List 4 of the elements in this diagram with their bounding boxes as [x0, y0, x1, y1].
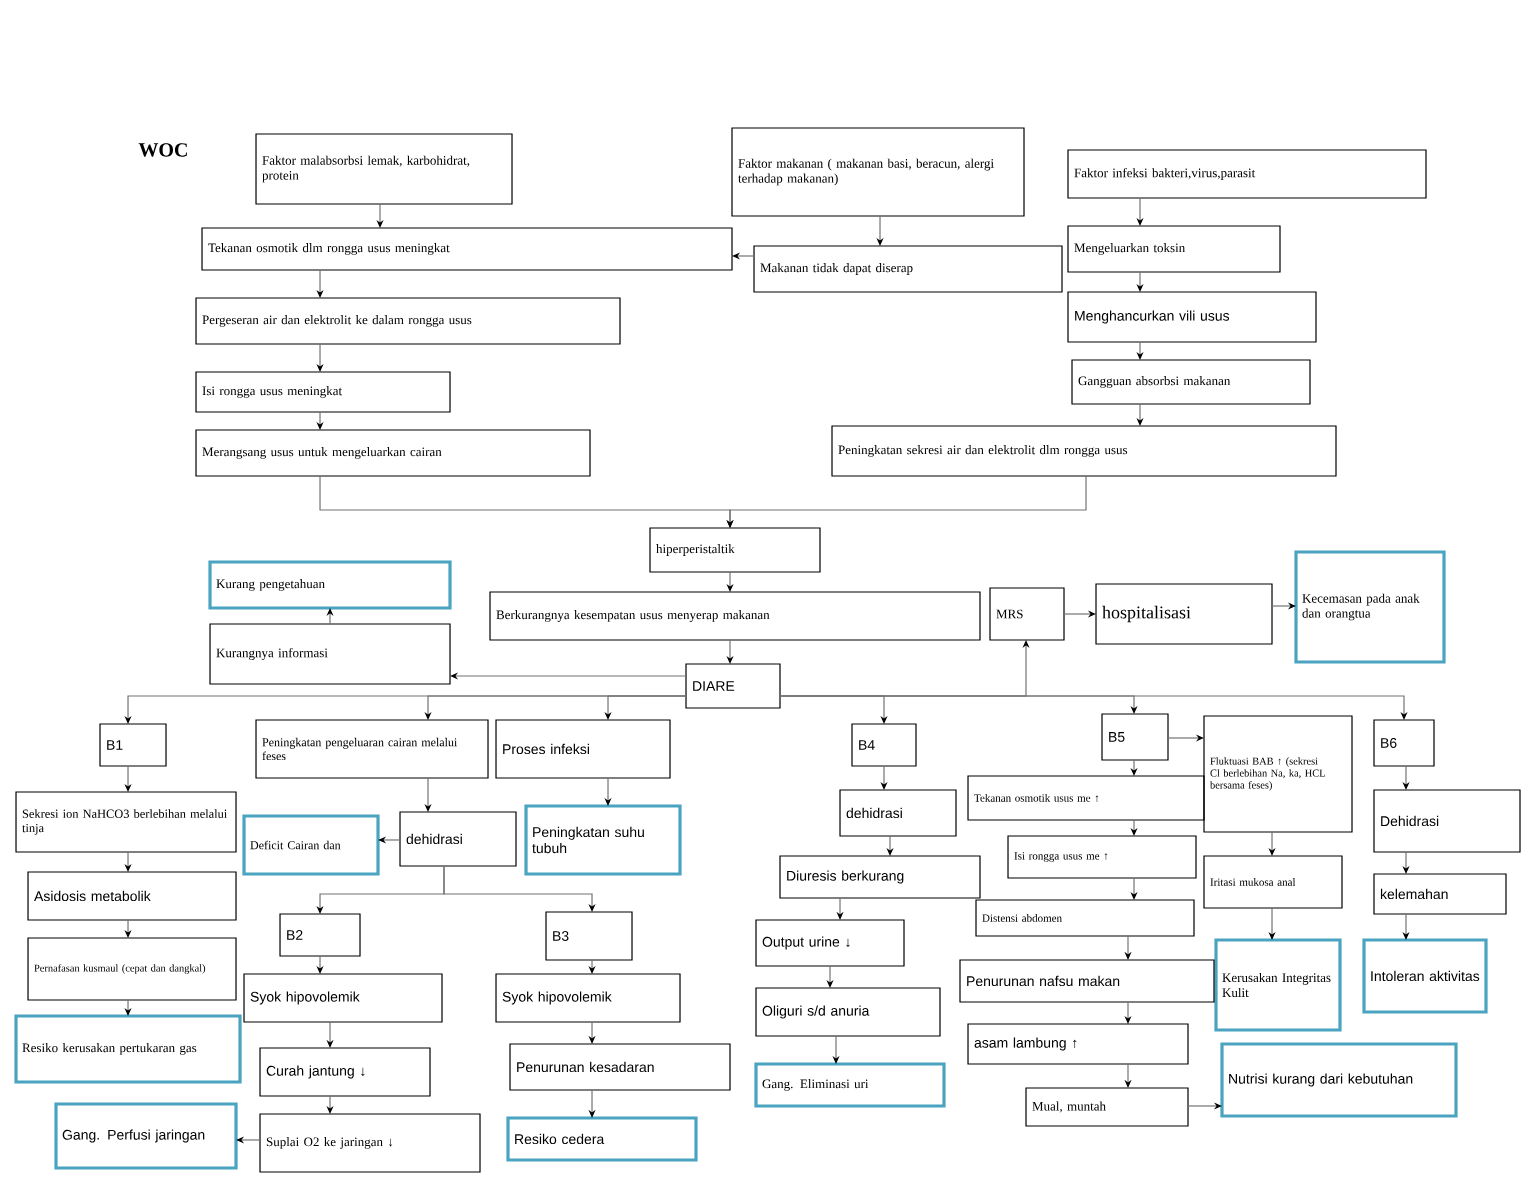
process-box: hospitalisasi [1095, 583, 1273, 645]
arrow [779, 695, 1408, 720]
arrow [443, 865, 596, 912]
title: WOC [138, 143, 187, 157]
